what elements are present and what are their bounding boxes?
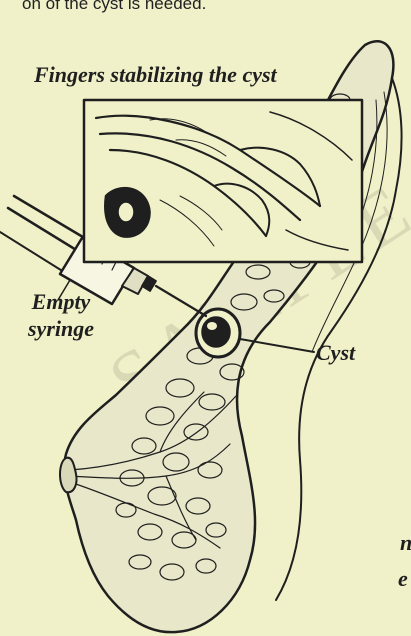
fingers-inset-drawing xyxy=(84,100,362,262)
cropped-text-fragment-1: n xyxy=(400,530,411,556)
cyst-label: Cyst xyxy=(316,340,355,366)
syringe-label: Empty syringe xyxy=(28,288,94,342)
cyst-icon xyxy=(196,309,240,357)
cropped-text-fragment-2: e xyxy=(398,566,408,592)
syringe-label-line-2: syringe xyxy=(28,315,94,342)
fingers-label: Fingers stabilizing the cyst xyxy=(34,62,277,88)
nipple xyxy=(60,458,77,493)
syringe-label-line-1: Empty xyxy=(28,288,94,315)
